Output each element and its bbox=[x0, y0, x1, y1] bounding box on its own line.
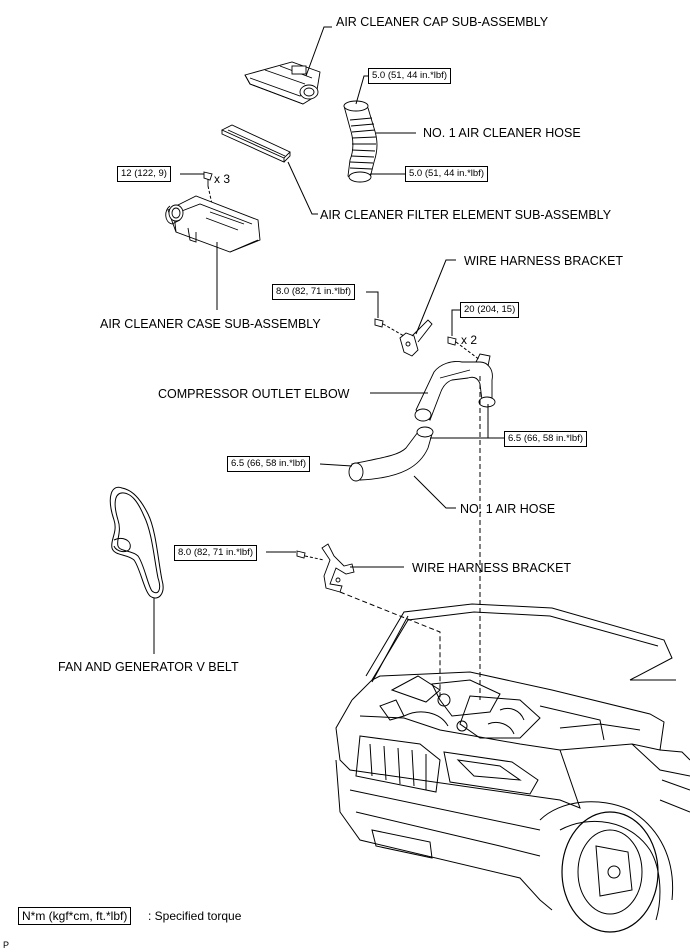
leader-air-hose-clamp bbox=[319, 463, 353, 467]
bracket2-bolt-drawing bbox=[296, 550, 306, 559]
air-cleaner-case-drawing bbox=[165, 195, 261, 253]
no1-air-cleaner-hose-drawing bbox=[343, 100, 378, 183]
label-wire-harness-bracket-2: WIRE HARNESS BRACKET bbox=[412, 561, 572, 575]
torque-bracket2-bolt: 8.0 (82, 71 in.*lbf) bbox=[174, 545, 257, 561]
leader-wire-harness-bracket-1 bbox=[415, 259, 456, 335]
air-filter-element-drawing bbox=[220, 124, 291, 163]
torque-air-hose-clamp: 6.5 (66, 58 in.*lbf) bbox=[227, 456, 310, 472]
leader-no1-air-hose bbox=[413, 475, 456, 509]
qty-case-bolts: x 3 bbox=[214, 172, 231, 186]
upper-wire-harness-bracket-drawing bbox=[399, 319, 433, 357]
label-air-filter-element: AIR CLEANER FILTER ELEMENT SUB-ASSEMBLY bbox=[320, 208, 612, 222]
compressor-outlet-elbow-drawing bbox=[414, 353, 496, 422]
lower-wire-harness-bracket-drawing bbox=[321, 543, 355, 593]
v-belt-drawing bbox=[109, 486, 164, 599]
bracket2-to-vehicle-line bbox=[339, 591, 441, 700]
legend-torque-box: N*m (kgf*cm, ft.*lbf) bbox=[18, 907, 132, 925]
legend-torque-text: : Specified torque bbox=[148, 909, 242, 923]
qty-elbow-bolts: x 2 bbox=[461, 333, 478, 347]
label-no1-air-hose: NO. 1 AIR HOSE bbox=[460, 502, 556, 516]
bracket1-bolt-drawing bbox=[374, 318, 384, 328]
label-air-cleaner-cap: AIR CLEANER CAP SUB-ASSEMBLY bbox=[336, 15, 549, 29]
torque-hose-bottom: 5.0 (51, 44 in.*lbf) bbox=[405, 166, 488, 182]
leader-bracket1-torque bbox=[366, 291, 379, 318]
label-air-cleaner-case: AIR CLEANER CASE SUB-ASSEMBLY bbox=[100, 317, 321, 331]
air-cleaner-cap-drawing bbox=[244, 61, 321, 105]
elbow-bolt-drawing bbox=[447, 336, 457, 346]
label-fan-generator-v-belt: FAN AND GENERATOR V BELT bbox=[58, 660, 239, 674]
bracket2-bolt-axis bbox=[304, 555, 325, 561]
torque-hose-top: 5.0 (51, 44 in.*lbf) bbox=[368, 68, 451, 84]
leader-air-filter bbox=[287, 161, 318, 215]
case-bolt-axis bbox=[207, 185, 213, 205]
label-compressor-outlet-elbow: COMPRESSOR OUTLET ELBOW bbox=[158, 387, 350, 401]
leader-air-cleaner-cap bbox=[305, 26, 332, 77]
leader-elbow-bolt-torque bbox=[451, 309, 460, 336]
bracket1-bolt-axis bbox=[382, 323, 405, 337]
torque-elbow-bolts: 20 (204, 15) bbox=[460, 302, 520, 318]
leader-elbow-clamp bbox=[487, 404, 504, 439]
leader-hose-top-torque bbox=[355, 75, 368, 105]
corner-mark: P bbox=[3, 940, 10, 950]
vehicle-front-drawing bbox=[335, 603, 690, 933]
torque-case-bolts: 12 (122, 9) bbox=[117, 166, 171, 182]
label-no1-air-cleaner-hose: NO. 1 AIR CLEANER HOSE bbox=[423, 126, 581, 140]
torque-bracket1-bolt: 8.0 (82, 71 in.*lbf) bbox=[272, 284, 355, 300]
label-wire-harness-bracket-1: WIRE HARNESS BRACKET bbox=[464, 254, 624, 268]
no1-air-hose-drawing bbox=[348, 426, 434, 482]
elbow-bolt-axis bbox=[455, 341, 481, 361]
torque-elbow-clamp: 6.5 (66, 58 in.*lbf) bbox=[504, 431, 587, 447]
case-bolt-drawing bbox=[203, 171, 213, 186]
